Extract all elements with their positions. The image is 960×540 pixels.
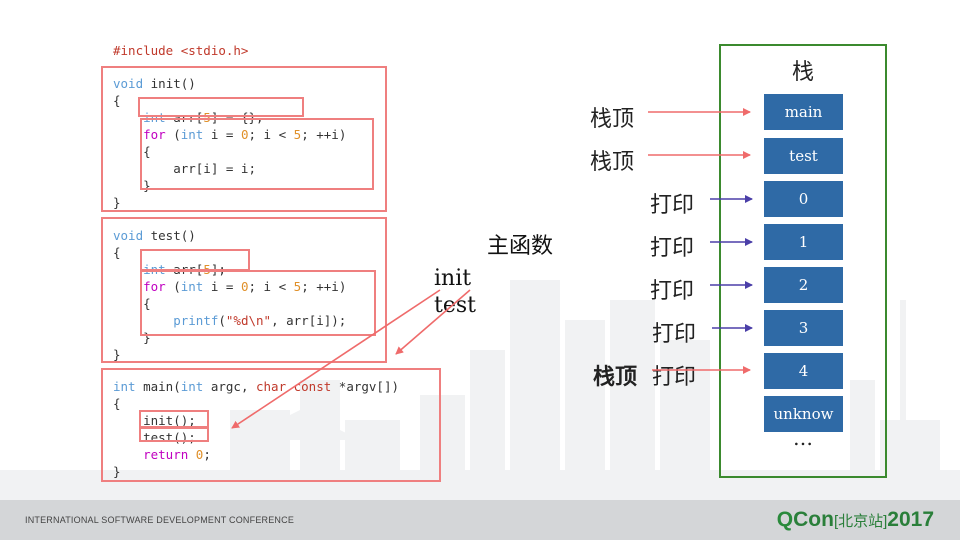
stack-top-label-3: 栈顶 (593, 364, 638, 390)
test-call-box (139, 427, 209, 442)
qcon-logo: QCon[北京站]2017 (776, 508, 934, 531)
print-label-1: 打印 (650, 193, 695, 218)
conference-name: INTERNATIONAL SOFTWARE DEVELOPMENT CONFE… (25, 515, 295, 525)
stack-cell-2: 2 (764, 267, 843, 303)
stack-cell-3: 3 (764, 310, 843, 346)
init-loop-box (140, 118, 374, 190)
print-label-2: 打印 (650, 236, 695, 261)
stack-cell-0: 0 (764, 181, 843, 217)
stack-ellipsis: … (793, 426, 814, 450)
include-line: #include <stdio.h> (113, 42, 248, 59)
stack-title: 栈 (791, 60, 814, 85)
stack-cell-4: 4 (764, 353, 843, 389)
include-directive: #include <stdio.h> (113, 43, 249, 58)
stack-top-label-1: 栈顶 (590, 107, 635, 132)
init-annotation: init (434, 266, 472, 291)
print-label-5: 打印 (652, 365, 697, 390)
test-annotation: test (434, 293, 476, 318)
stack-cell-unknow: unknow (764, 396, 843, 432)
print-label-3: 打印 (650, 279, 695, 304)
stack-cell-main: main (764, 94, 843, 130)
main-function-annotation: 主函数 (487, 234, 554, 259)
print-label-4: 打印 (652, 322, 697, 347)
init-function-box (101, 66, 387, 212)
footer-bar: INTERNATIONAL SOFTWARE DEVELOPMENT CONFE… (0, 500, 960, 540)
stack-cell-1: 1 (764, 224, 843, 260)
stack-cell-test: test (764, 138, 843, 174)
test-arr-decl-box (140, 249, 250, 271)
init-arr-decl-box (138, 97, 304, 117)
init-function-code: void init() { int arr[5] = {}; for (int … (113, 76, 347, 210)
init-call-box (139, 410, 209, 428)
stack-top-label-2: 栈顶 (590, 150, 635, 175)
test-loop-box (140, 270, 376, 336)
stack-frame: 栈 (719, 44, 887, 478)
